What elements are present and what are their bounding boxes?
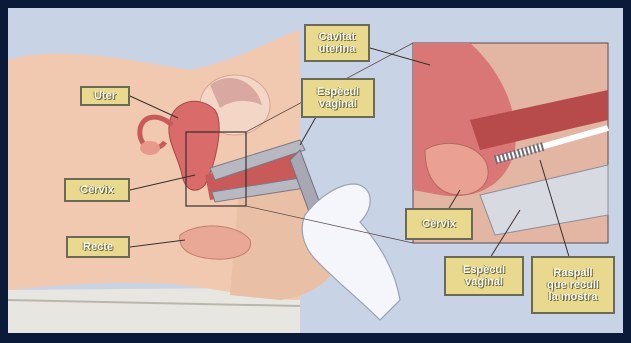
label-especul-vaginal-bottom: Espècul vaginal [444, 256, 524, 296]
label-cervix-left: Cèrvix [64, 178, 130, 202]
label-raspall: Raspall que recull la mostra [531, 256, 615, 314]
ovary [140, 141, 160, 155]
label-uter: Uter [80, 86, 130, 106]
label-cavitat-uterina: Cavitat uterina [304, 24, 370, 62]
label-especul-vaginal-top: Espècul vaginal [301, 78, 375, 118]
label-recte: Recte [66, 236, 130, 258]
label-cervix-right: Cèrvix [405, 208, 473, 240]
